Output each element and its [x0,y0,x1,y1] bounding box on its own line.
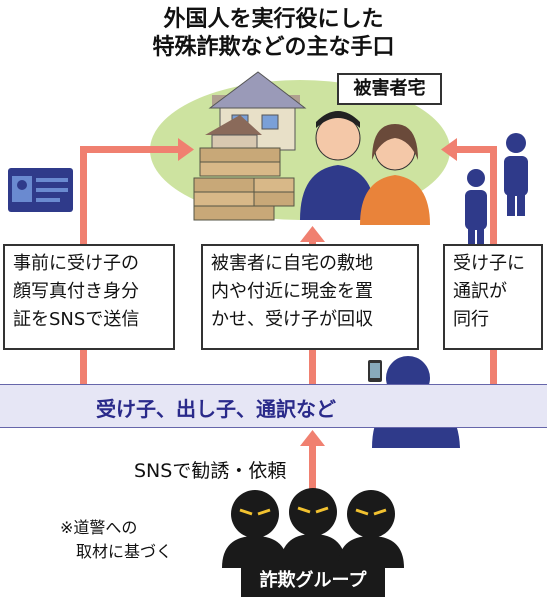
source-note-line1: ※道警への [60,518,138,537]
step-box-right: 受け子に 通訳が 同行 [443,244,543,350]
step-middle-line1: 被害者に自宅の敷地 [211,253,373,274]
interpreter-person-icon [465,169,487,250]
step-middle-line2: 内や付近に現金を置 [211,281,373,302]
title-line1: 外国人を実行役にした [163,7,384,32]
operatives-band-label: 受け子、出し子、通訳など [96,397,336,421]
step-left-line2: 顔写真付き身分 [13,281,139,302]
id-card-icon [8,168,73,212]
step-box-middle: 被害者に自宅の敷地 内や付近に現金を置 かせ、受け子が回収 [201,244,419,350]
scam-group-icon [222,488,404,568]
victim-woman-icon [360,124,430,225]
step-right-line1: 受け子に [453,253,525,274]
sns-recruit-label: SNSで勧誘・依頼 [134,460,287,482]
cash-stack-icon [193,147,295,221]
scam-group-label: 詐欺グループ [241,565,385,597]
step-box-left: 事前に受け子の 顔写真付き身分 証をSNSで送信 [3,244,175,350]
receiver-person-icon [504,133,528,216]
operatives-band [0,384,547,428]
victim-home-label: 被害者宅 [337,73,442,105]
step-left-line1: 事前に受け子の [13,253,139,274]
step-middle-line3: かせ、受け子が回収 [211,309,373,330]
arrow-bottom [300,430,325,490]
victim-man-icon [300,111,376,220]
source-note-line2: 取材に基づく [76,542,173,561]
step-right-line2: 通訳が [453,281,507,302]
step-right-line3: 同行 [453,309,489,330]
title-line2: 特殊詐欺などの主な手口 [152,35,395,60]
source-note: ※道警への 取材に基づく [60,516,172,564]
step-left-line3: 証をSNSで送信 [13,309,140,330]
